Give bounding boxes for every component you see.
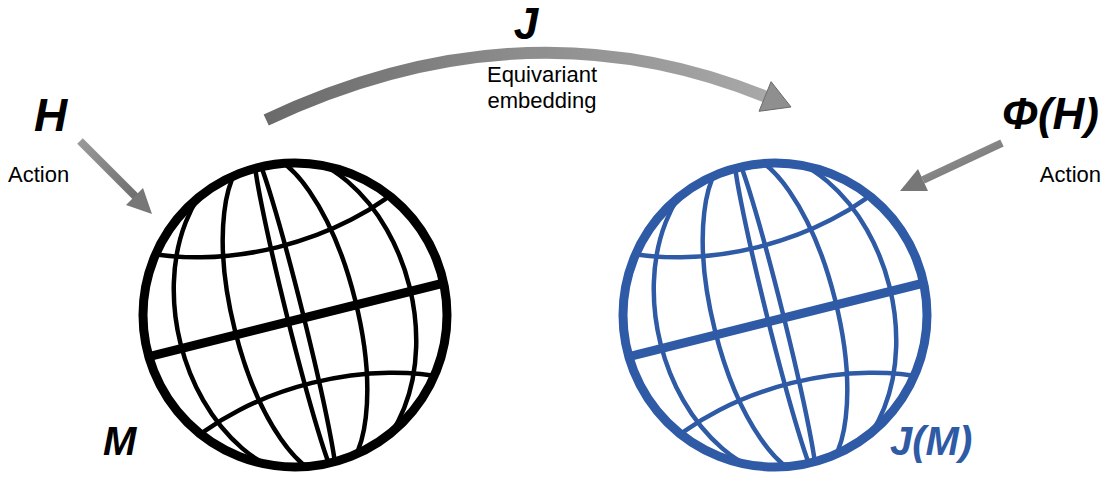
arrow-shaft [80,141,136,197]
globe-node: J(M) [615,155,935,475]
globe-rim [623,163,927,467]
manifold-label: J(M) [890,421,972,461]
arrow-head [126,188,152,214]
arrow-head [759,82,791,112]
meridian [621,126,930,489]
annotation-label: H [34,92,67,138]
embedding-arrow [266,53,791,120]
action-arrow-right [900,143,1002,191]
latitude [14,0,482,298]
arrow-shaft [923,143,1002,180]
annotation-label: Equivariant embedding [462,62,622,115]
equator [611,279,941,361]
annotation-label: Φ(H) [1002,92,1099,136]
latitude [494,0,962,298]
globe-rim [143,163,447,467]
arrow-shaft [266,53,765,120]
meridian [141,126,450,489]
arrow-head [900,169,928,191]
edge-label: J [514,2,538,46]
annotation-label: Action [1040,162,1101,188]
action-arrow-left [80,141,152,214]
globe-outline [615,155,935,475]
globe-outline [135,155,455,475]
equator [131,279,461,361]
meridian [675,140,875,489]
globe-node: M [135,155,455,475]
manifold-label: M [103,421,136,461]
annotation-label: Action [8,162,69,188]
meridian [195,140,395,489]
